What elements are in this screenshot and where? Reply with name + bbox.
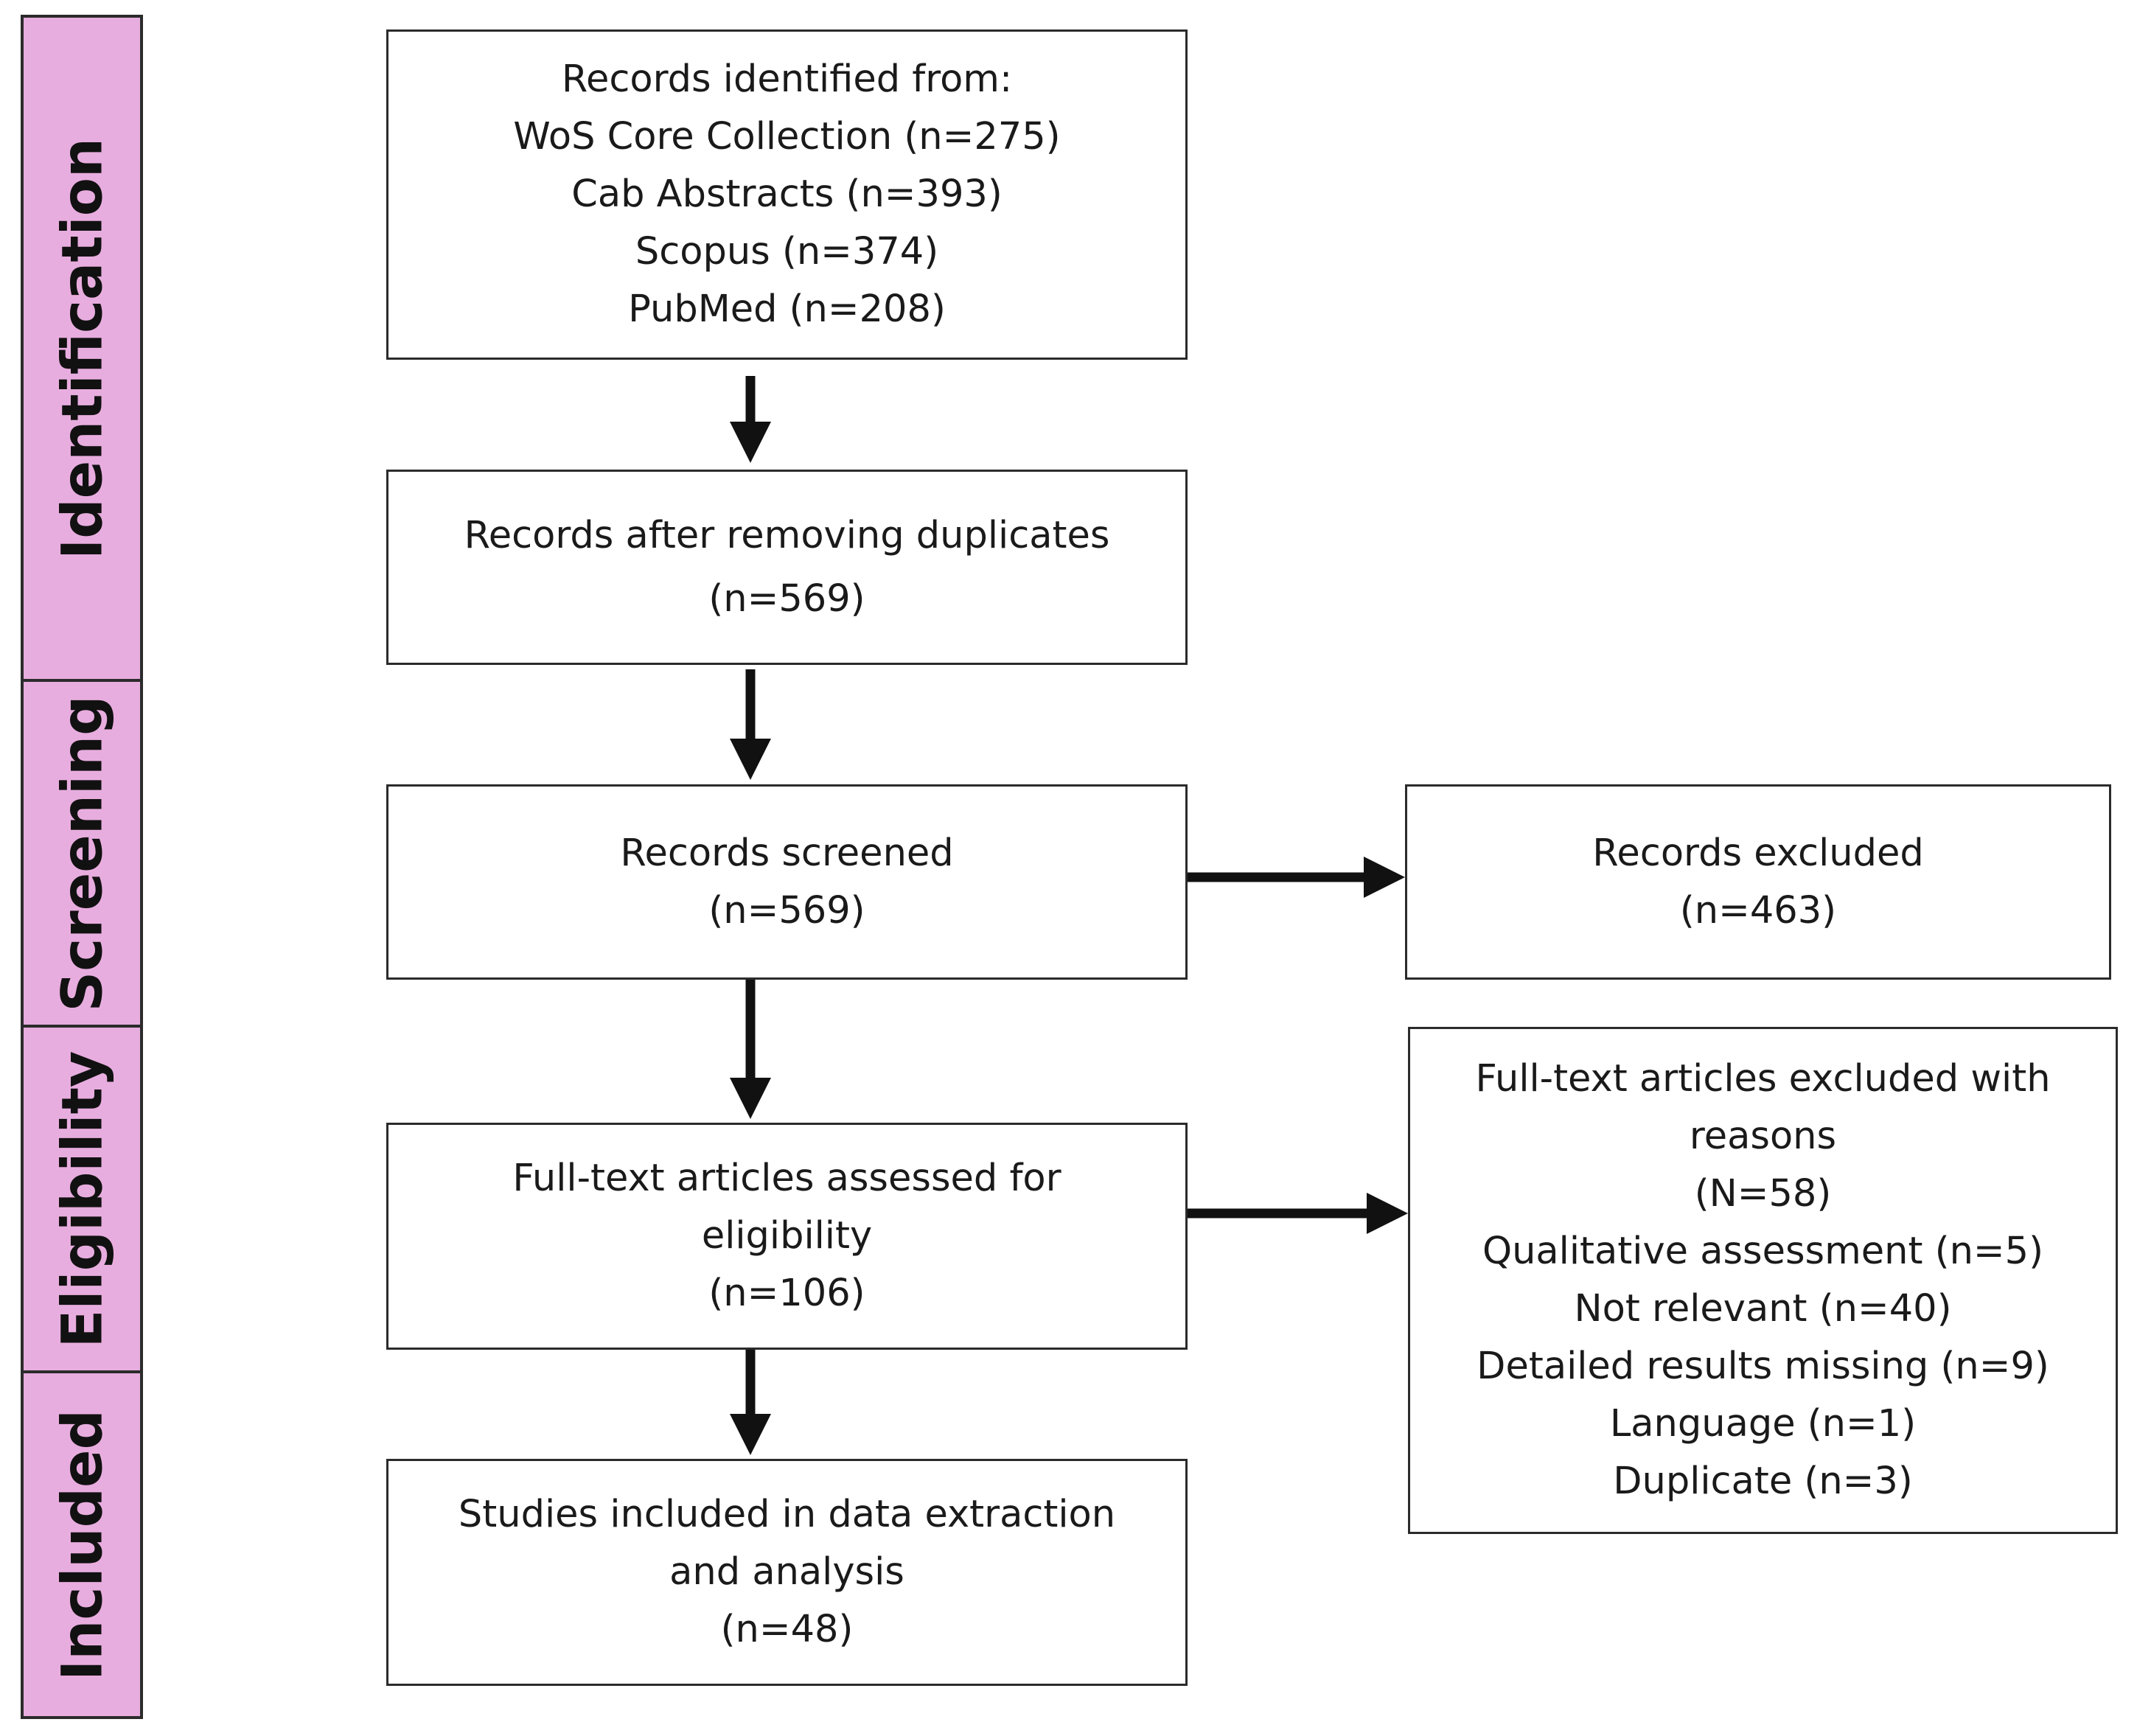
reason-not-relevant: Not relevant (n=40): [1574, 1287, 1952, 1331]
box-records-screened: Records screened (n=569): [386, 784, 1188, 980]
excluded-label: Records excluded: [1592, 831, 1924, 875]
fulltext-label-line2: eligibility: [701, 1214, 873, 1258]
identified-title: Records identified from:: [561, 57, 1013, 101]
arrow-fulltext-to-included: [730, 1350, 771, 1455]
deduplicated-count: (n=569): [708, 576, 865, 621]
box-records-excluded: Records excluded (n=463): [1405, 784, 2111, 980]
box-fulltext-assessed: Full-text articles assessed for eligibil…: [386, 1123, 1188, 1350]
box-records-identified: Records identified from: WoS Core Collec…: [386, 29, 1188, 360]
included-label-line1: Studies included in data extraction: [458, 1493, 1116, 1536]
deduplicated-label: Records after removing duplicates: [464, 513, 1110, 557]
included-count: (n=48): [720, 1608, 854, 1651]
fulltext-count: (n=106): [708, 1272, 865, 1315]
screened-label: Records screened: [620, 831, 954, 875]
arrow-identified-to-deduplicated: [730, 376, 771, 463]
fulltext-excluded-label-line1: Full-text articles excluded with: [1475, 1057, 2051, 1101]
box-records-deduplicated: Records after removing duplicates (n=569…: [386, 470, 1188, 665]
arrow-screened-to-fulltext: [730, 980, 771, 1119]
reason-language: Language (n=1): [1609, 1402, 1917, 1446]
reason-detailed-results-missing: Detailed results missing (n=9): [1477, 1345, 2049, 1388]
included-label-line2: and analysis: [669, 1550, 904, 1594]
identified-source-wos: WoS Core Collection (n=275): [513, 115, 1061, 158]
arrow-fulltext-to-fulltext-excluded: [1188, 1193, 1408, 1234]
box-fulltext-excluded: Full-text articles excluded with reasons…: [1408, 1027, 2118, 1534]
phase-included: Included: [21, 1370, 143, 1719]
reason-duplicate: Duplicate (n=3): [1613, 1460, 1913, 1503]
fulltext-excluded-count: (N=58): [1694, 1172, 1832, 1216]
fulltext-label-line1: Full-text articles assessed for: [512, 1157, 1061, 1200]
identified-source-scopus: Scopus (n=374): [635, 230, 939, 273]
screened-count: (n=569): [708, 888, 865, 933]
arrow-deduplicated-to-screened: [730, 669, 771, 780]
box-studies-included: Studies included in data extraction and …: [386, 1459, 1188, 1686]
excluded-count: (n=463): [1679, 888, 1837, 933]
reason-qualitative-assessment: Qualitative assessment (n=5): [1482, 1230, 2044, 1273]
arrow-screened-to-excluded: [1188, 857, 1405, 898]
phase-identification: Identification: [21, 15, 143, 682]
identified-source-pubmed: PubMed (n=208): [628, 287, 946, 331]
phase-screening: Screening: [21, 679, 143, 1028]
fulltext-excluded-label-line2: reasons: [1689, 1115, 1837, 1158]
identified-source-cab: Cab Abstracts (n=393): [571, 172, 1003, 216]
